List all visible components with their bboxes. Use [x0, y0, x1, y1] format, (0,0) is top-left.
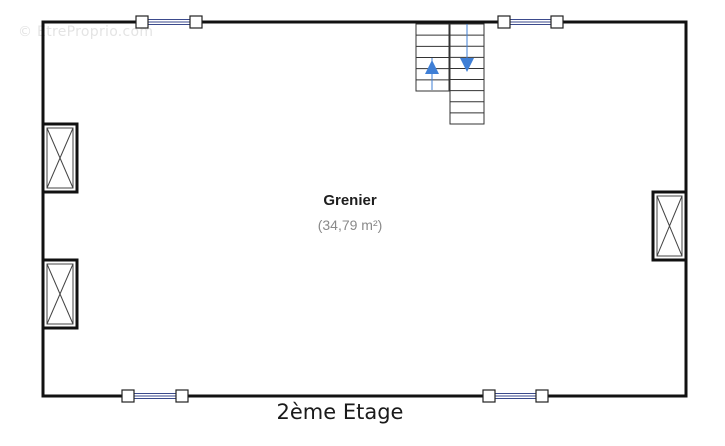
- stair-down-arrow-icon: [460, 58, 474, 72]
- window-top-left: [135, 15, 203, 29]
- stair-flight-up: [415, 23, 450, 92]
- exterior-wall: [41, 20, 688, 398]
- room-name: Grenier: [323, 192, 377, 209]
- stair-up-arrow-icon: [425, 60, 439, 74]
- skylight-left-upper: [41, 122, 79, 194]
- window-bottom-left: [121, 389, 189, 403]
- floor-label: 2ème Etage: [276, 400, 404, 424]
- skylight-left-lower: [41, 258, 79, 330]
- skylight-right: [651, 190, 688, 262]
- staircase: [415, 23, 485, 125]
- window-bottom-right: [482, 389, 549, 403]
- watermark: © EtreProprio.com: [18, 24, 154, 40]
- room-area: (34,79 m²): [317, 217, 383, 233]
- window-top-right: [497, 15, 564, 29]
